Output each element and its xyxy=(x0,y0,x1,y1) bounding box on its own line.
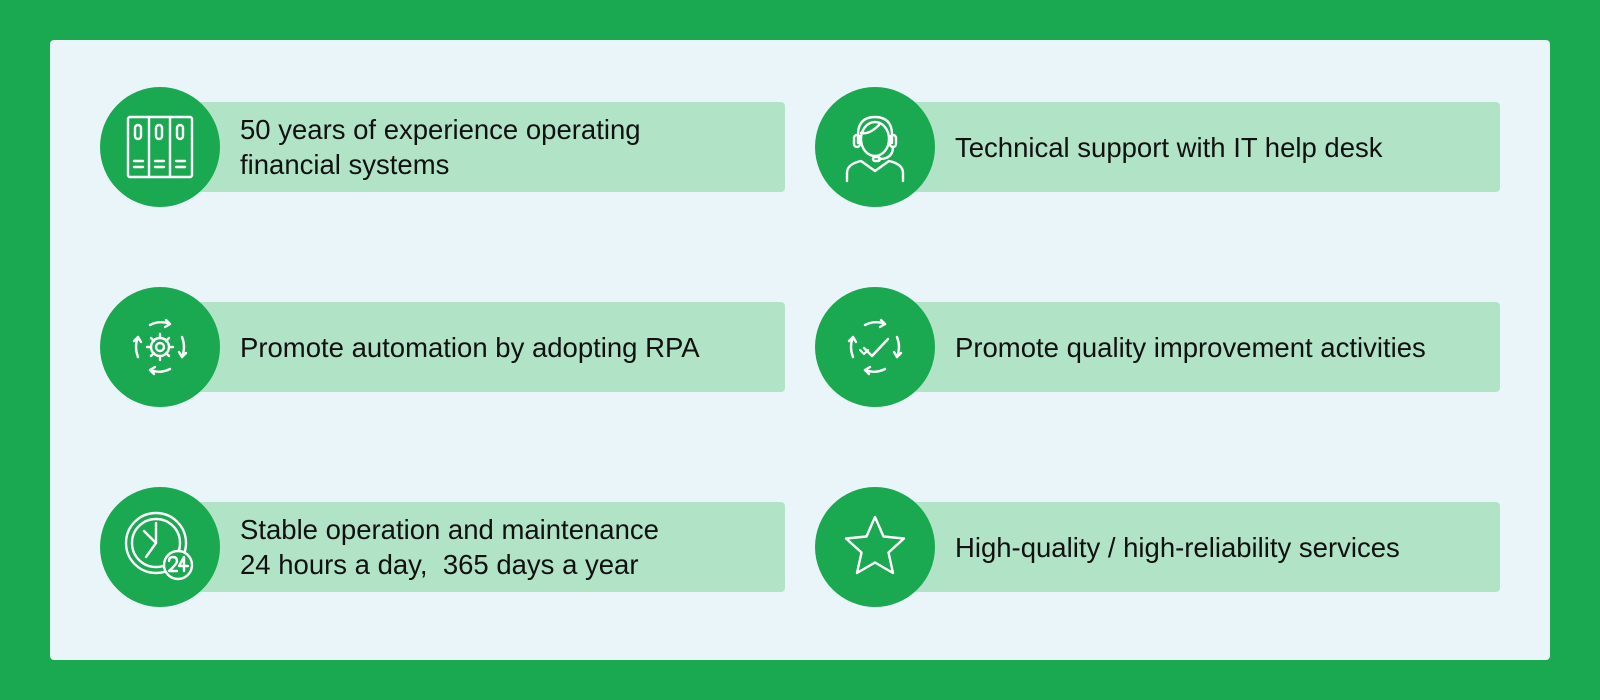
feature-text: Promote quality improvement activities xyxy=(955,302,1495,392)
feature-line: High-quality / high-reliability services xyxy=(955,531,1400,563)
feature-text: Stable operation and maintenance 24 hour… xyxy=(240,502,780,592)
feature-bar xyxy=(160,302,785,392)
feature-text: High-quality / high-reliability services xyxy=(955,502,1495,592)
feature-item-high-quality: High-quality / high-reliability services xyxy=(815,487,1500,607)
feature-line: 50 years of experience operating xyxy=(240,114,641,145)
icon-badge xyxy=(815,87,935,207)
feature-item-quality-improvement: Promote quality improvement activities xyxy=(815,287,1500,407)
headset-operator-icon xyxy=(845,115,905,183)
feature-text: Promote automation by adopting RPA xyxy=(240,302,780,392)
gear-cycle-icon xyxy=(132,318,188,376)
feature-bar xyxy=(875,102,1500,192)
icon-badge xyxy=(100,487,220,607)
clock-24-icon xyxy=(124,511,194,581)
feature-text: 50 years of experience operating financi… xyxy=(240,102,780,192)
feature-item-stable-operation: Stable operation and maintenance 24 hour… xyxy=(100,487,785,607)
feature-line: Stable operation and maintenance xyxy=(240,514,659,545)
features-panel: 50 years of experience operating financi… xyxy=(50,40,1550,660)
feature-line: Promote automation by adopting RPA xyxy=(240,331,700,363)
icon-badge xyxy=(815,287,935,407)
server-cabinet-icon xyxy=(126,115,194,179)
feature-line: Promote quality improvement activities xyxy=(955,331,1426,363)
feature-line: Technical support with IT help desk xyxy=(955,131,1383,163)
feature-line: financial systems xyxy=(240,149,450,180)
star-icon xyxy=(844,515,906,575)
feature-item-experience: 50 years of experience operating financi… xyxy=(100,87,785,207)
icon-badge xyxy=(100,287,220,407)
feature-bar xyxy=(875,302,1500,392)
feature-bar xyxy=(160,102,785,192)
feature-line: 24 hours a day, 365 days a year xyxy=(240,549,639,580)
feature-text: Technical support with IT help desk xyxy=(955,102,1495,192)
feature-item-automation: Promote automation by adopting RPA xyxy=(100,287,785,407)
icon-badge xyxy=(100,87,220,207)
feature-bar xyxy=(160,502,785,592)
check-cycle-icon xyxy=(847,318,903,376)
feature-bar xyxy=(875,502,1500,592)
feature-item-support: Technical support with IT help desk xyxy=(815,87,1500,207)
icon-badge xyxy=(815,487,935,607)
